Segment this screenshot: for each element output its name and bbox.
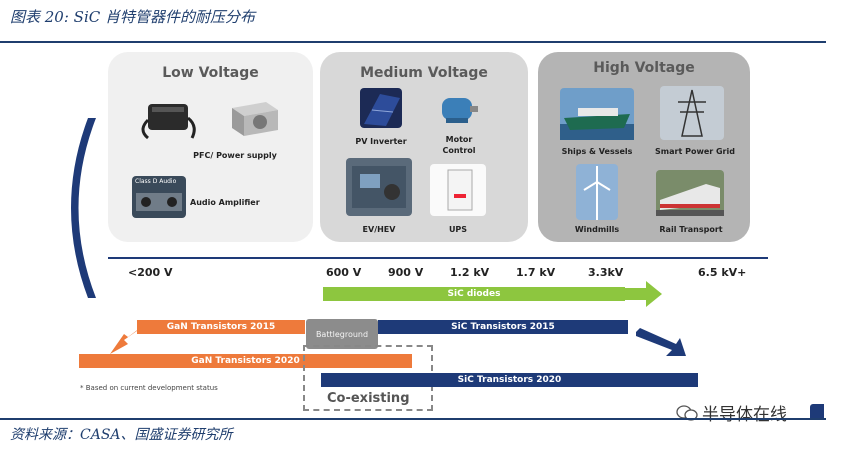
pfc-power-supply-label: PFC/ Power supply bbox=[193, 151, 277, 160]
tick-200v: <200 V bbox=[128, 266, 173, 279]
voltage-axis-line bbox=[108, 257, 768, 259]
sic-2015-bar: SiC Transistors 2015 bbox=[378, 320, 628, 334]
power-adapter-image bbox=[138, 96, 200, 142]
audio-amplifier-label: Audio Amplifier bbox=[190, 198, 260, 207]
tick-600v: 600 V bbox=[326, 266, 362, 279]
wechat-icon bbox=[676, 404, 698, 421]
title-rule bbox=[0, 41, 826, 43]
sic-2015-arrow-icon bbox=[636, 328, 686, 356]
pv-inverter-image bbox=[360, 88, 402, 128]
windmills-label: Windmills bbox=[574, 225, 620, 234]
watermark: 半导体在线 bbox=[676, 400, 787, 425]
ships-vessels-label: Ships & Vessels bbox=[561, 147, 633, 156]
tick-1-2kv: 1.2 kV bbox=[450, 266, 490, 279]
motor-control-label: Motor Control bbox=[432, 134, 486, 156]
tick-1-7kv: 1.7 kV bbox=[516, 266, 556, 279]
tick-900v: 900 V bbox=[388, 266, 424, 279]
co-existing-label: Co-existing bbox=[327, 391, 410, 406]
rail-transport-image bbox=[656, 170, 724, 216]
ev-hev-image bbox=[346, 158, 412, 216]
tick-3-3kv: 3.3kV bbox=[588, 266, 624, 279]
sic-diodes-bar: SiC diodes bbox=[323, 287, 625, 301]
gan-2020-bar: GaN Transistors 2020 bbox=[79, 354, 412, 368]
high-voltage-panel: High Voltage Ships & Vessels Smart Power… bbox=[538, 52, 750, 242]
watermark-text: 半导体在线 bbox=[702, 405, 787, 425]
ship-image bbox=[560, 88, 634, 140]
windmill-image bbox=[576, 164, 618, 220]
power-grid-image bbox=[660, 86, 724, 140]
low-voltage-panel: Low Voltage PFC/ Power supply Class D Au… bbox=[108, 52, 313, 242]
rail-transport-label: Rail Transport bbox=[659, 225, 723, 234]
gan-2015-bar: GaN Transistors 2015 bbox=[137, 320, 305, 334]
gan-2015-arrow-icon bbox=[110, 326, 144, 354]
motor-image bbox=[438, 90, 480, 126]
class-d-audio-text: Class D Audio bbox=[135, 178, 177, 185]
smart-power-grid-label: Smart Power Grid bbox=[655, 147, 735, 156]
medium-voltage-panel: Medium Voltage PV Inverter Motor Control… bbox=[320, 52, 528, 242]
medium-voltage-title: Medium Voltage bbox=[360, 65, 488, 81]
pv-inverter-label: PV Inverter bbox=[355, 137, 407, 146]
low-voltage-title: Low Voltage bbox=[162, 65, 259, 81]
high-voltage-title: High Voltage bbox=[593, 60, 695, 76]
ev-hev-label: EV/HEV bbox=[362, 225, 396, 234]
motor-control-text: Motor Control bbox=[442, 135, 476, 155]
audio-amplifier-image: Class D Audio bbox=[132, 176, 186, 218]
tick-6-5kv: 6.5 kV+ bbox=[698, 266, 747, 279]
corner-logo bbox=[810, 404, 824, 418]
battleground-box: Battleground bbox=[306, 319, 378, 349]
source-text: 资料来源：CASA、国盛证券研究所 bbox=[10, 427, 233, 443]
sic-2020-bar: SiC Transistors 2020 bbox=[321, 373, 698, 387]
ups-image bbox=[430, 164, 486, 216]
power-supply-image bbox=[226, 96, 282, 140]
decorative-arc bbox=[71, 118, 96, 298]
sic-diodes-arrow-icon bbox=[624, 281, 662, 307]
ups-label: UPS bbox=[448, 225, 468, 234]
source-rule bbox=[0, 418, 826, 420]
footnote: * Based on current development status bbox=[80, 384, 218, 392]
figure-title: 图表 20: SiC 肖特管器件的耐压分布 bbox=[10, 8, 255, 26]
